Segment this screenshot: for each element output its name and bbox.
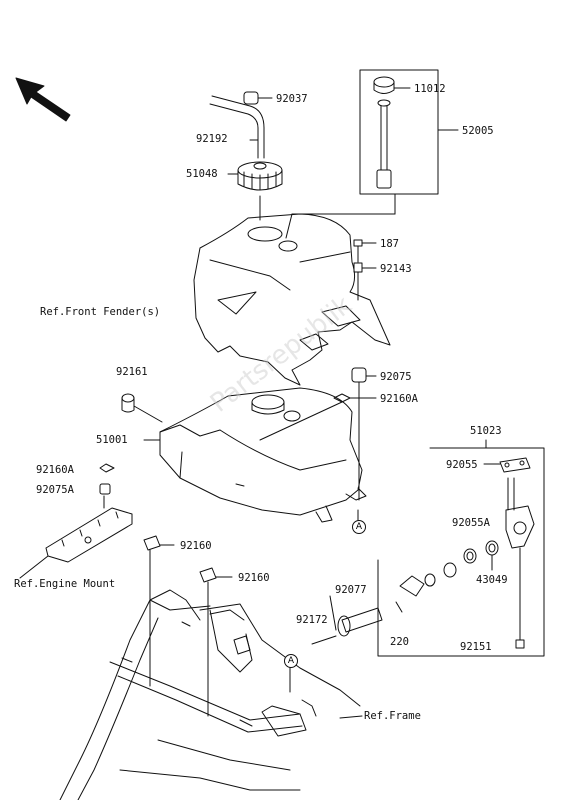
label-92037: 92037 <box>276 93 308 105</box>
label-92055: 92055 <box>446 459 478 471</box>
fuel-valve-box-51023 <box>311 439 545 657</box>
label-ref-engine-mount: Ref.Engine Mount <box>14 578 116 590</box>
label-92143: 92143 <box>380 263 412 275</box>
pad-92160-a <box>143 535 175 561</box>
label-92151: 92151 <box>460 641 492 653</box>
bracket-52005 <box>359 69 459 195</box>
direction-arrow-icon <box>15 77 71 122</box>
fuel-tank-51001 <box>143 387 367 523</box>
fuel-cap-51048 <box>227 161 283 221</box>
label-92077: 92077 <box>335 584 367 596</box>
label-92075A: 92075A <box>36 484 74 496</box>
label-51023: 51023 <box>470 425 502 437</box>
label-187: 187 <box>380 238 399 250</box>
label-92160-a: 92160 <box>180 540 212 552</box>
pad-92160A-left <box>99 463 115 473</box>
callout-a-2: A <box>284 654 298 668</box>
callout-a-1: A <box>352 520 366 534</box>
gauge-cap-11012 <box>285 76 411 239</box>
label-92075: 92075 <box>380 371 412 383</box>
damper-92075 <box>351 367 377 501</box>
label-51001: 51001 <box>96 434 128 446</box>
bolt-187 <box>353 239 377 263</box>
collar-92143 <box>353 262 377 301</box>
label-92172: 92172 <box>296 614 328 626</box>
pad-92160A-right <box>259 393 377 441</box>
label-43049: 43049 <box>476 574 508 586</box>
damper-92075A-left <box>99 483 111 495</box>
damper-92161 <box>121 393 163 423</box>
frame <box>59 559 363 800</box>
label-92192: 92192 <box>196 133 228 145</box>
label-11012: 11012 <box>414 83 446 95</box>
hose-92192 <box>209 91 273 159</box>
label-92161: 92161 <box>116 366 148 378</box>
label-92160A-left: 92160A <box>36 464 74 476</box>
label-ref-front-fender: Ref.Front Fender(s) <box>40 306 161 318</box>
engine-mount-plate <box>19 495 133 579</box>
front-fender-cover <box>193 213 391 386</box>
pad-92160-b <box>199 567 233 601</box>
label-52005: 52005 <box>462 125 494 137</box>
label-92160A-right: 92160A <box>380 393 418 405</box>
label-92055A: 92055A <box>452 517 490 529</box>
label-51048: 51048 <box>186 168 218 180</box>
label-220: 220 <box>390 636 409 648</box>
label-92160-b: 92160 <box>238 572 270 584</box>
label-ref-frame: Ref.Frame <box>364 710 421 722</box>
